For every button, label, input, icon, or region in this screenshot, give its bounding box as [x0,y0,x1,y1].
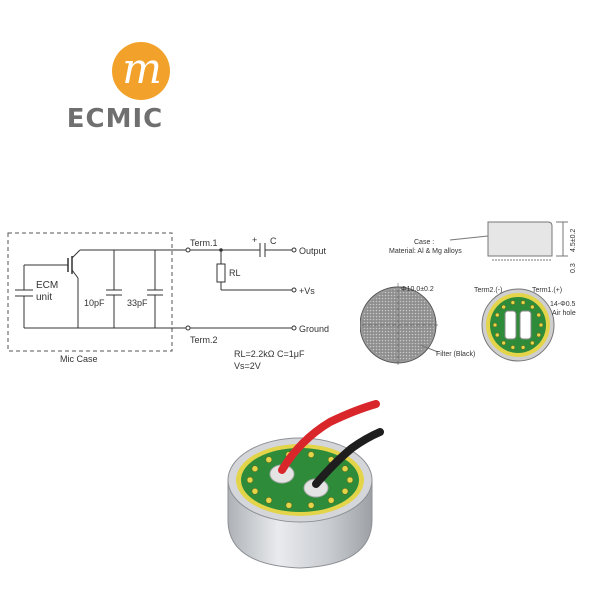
cap-33pf-label: 33pF [127,298,148,308]
air-hole [495,312,500,318]
rl-resistor [216,263,226,283]
filter-label: Filter (Black) [436,351,475,358]
case-leader [449,235,489,241]
output-label: Output [299,246,327,256]
ground-node [291,325,297,331]
air-hole [536,312,541,318]
air-hole [492,322,498,328]
air-hole [501,304,506,310]
red-wire [278,400,380,474]
air-hole [530,340,535,346]
photo-air-hole [251,465,259,472]
air-hole [538,322,544,328]
vs-node [291,287,297,293]
rl-label: RL [229,268,241,278]
photo-air-hole [265,497,273,504]
term2-pad [504,310,517,340]
spec-line-1: RL=2.2kΩ C=1μF [234,349,305,359]
circuit-schematic: ECM unit 10pF 33pF Term.1 Term.2 Mic Cas… [7,232,329,371]
term1-label: Term.1 [190,238,218,248]
case-label: Case : [414,239,434,246]
height-dim-label: 4.5±0.2 [570,229,577,252]
c-label: C [270,236,277,246]
capsule-photo [227,400,384,569]
air-hole [510,300,516,305]
photo-air-hole [285,502,293,509]
fet-source [71,269,79,279]
filter-leader [419,344,439,353]
air-hole [501,340,506,346]
air-hole [510,345,516,350]
back-view-pcb [490,297,546,353]
photo-air-hole [307,502,315,509]
output-node [291,247,297,253]
ecm-unit-label: unit [36,292,52,303]
logo-brand-text: ECMIC [66,104,164,134]
case-material: Material: Al & Mg alloys [389,248,462,255]
diameter-label: Φ10.0±0.2 [401,286,434,293]
photo-air-hole [265,456,273,463]
logo-m-glyph: m [122,44,162,93]
c-plus-label: + [252,235,257,245]
term1-node [185,247,191,253]
air-hole [536,332,541,338]
fet-drain [71,249,81,259]
air-hole [520,345,526,350]
case-side-view [487,221,553,257]
ecm-label: ECM [36,280,58,291]
dimension-drawing: Case : Material: Al & Mg alloys 4.5±0.2 … [360,221,577,367]
term2-label: Term2.(-) [474,287,502,294]
black-wire [312,428,384,488]
logo-emblem-icon [112,42,170,100]
term2-label: Term.2 [190,335,218,345]
vs-label: +Vs [299,286,315,296]
photo-air-hole [341,488,349,495]
spec-line-2: Vs=2V [234,361,261,371]
photo-air-hole [346,476,354,484]
ground-label: Ground [299,324,329,334]
air-holes [492,300,544,350]
mic-case-label: Mic Case [60,354,98,364]
photo-air-hole [251,488,259,495]
photo-air-hole [341,465,349,472]
lip-dim-label: 0.3 [570,263,577,273]
air-hole-label: Air hole [552,310,576,317]
ecmic-logo: m ECMIC [40,42,190,142]
term1-pad [519,310,532,340]
photo-air-hole [327,497,335,504]
term1-label: Term1.(+) [532,287,562,294]
holes-label: 14-Φ0.5 [550,301,576,308]
mic-case-outline [7,232,173,352]
air-hole [530,304,535,310]
cap-10pf-label: 10pF [84,298,105,308]
term2-node [185,325,191,331]
air-hole [520,300,526,305]
photo-air-hole [246,476,254,484]
air-hole [495,332,500,338]
photo-air-hole [307,451,315,458]
